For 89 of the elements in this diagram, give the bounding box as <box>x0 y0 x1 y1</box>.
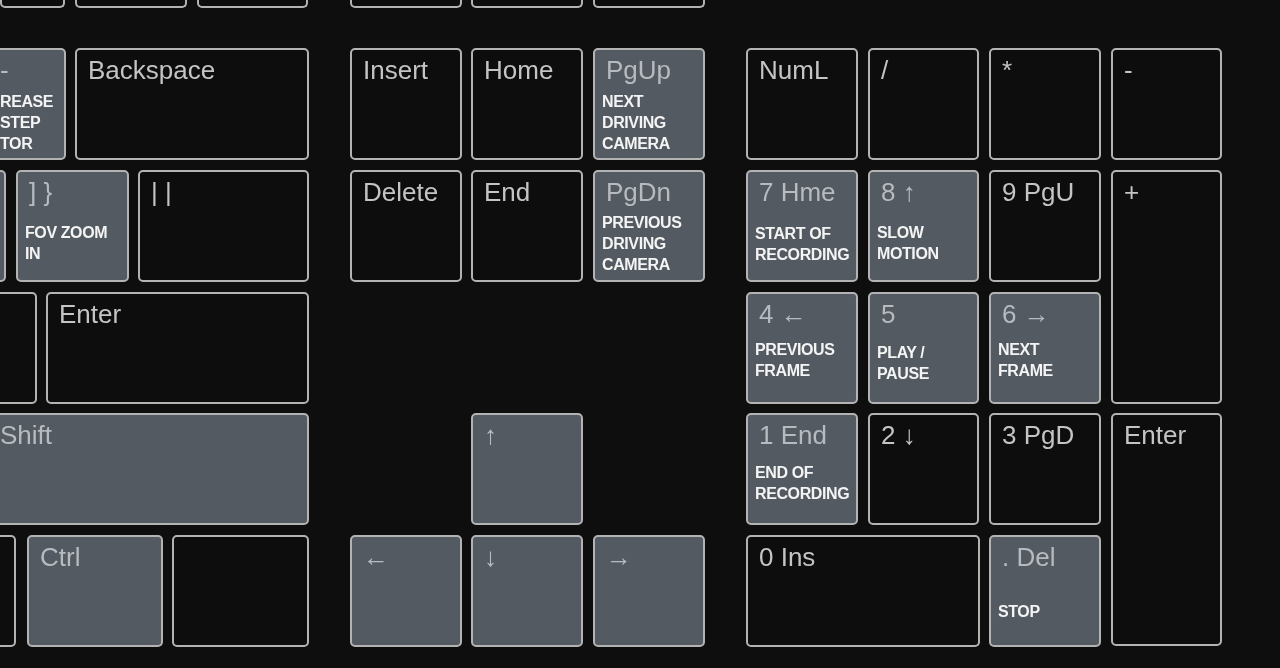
key-label: PgDn <box>606 177 672 207</box>
key-action-label: REASE STEP TOR <box>0 92 55 154</box>
key-label: ↑ <box>484 420 497 450</box>
keyboard-key <box>868 48 979 160</box>
key-label: 9 PgU <box>1002 177 1075 207</box>
key-action-label: PREVIOUS DRIVING CAMERA <box>602 213 683 275</box>
key-label: 1 End <box>759 420 827 450</box>
keyboard-key <box>593 48 705 160</box>
keyboard-key <box>0 48 66 160</box>
key-label: | | <box>151 177 172 207</box>
keyboard-key <box>350 48 462 160</box>
key-label: → <box>606 542 632 572</box>
keyboard-key <box>471 0 583 8</box>
key-action-label: PLAY / PAUSE <box>877 343 930 384</box>
key-action-label: SLOW MOTION <box>877 223 940 264</box>
key-label: End <box>484 177 531 207</box>
keyboard-key <box>350 535 462 647</box>
keyboard-key <box>746 413 858 525</box>
keyboard-key <box>75 0 187 8</box>
key-label: 2 ↓ <box>881 420 916 450</box>
keyboard-key <box>593 0 705 8</box>
keyboard-key <box>172 535 309 647</box>
keyboard-key <box>471 413 583 525</box>
keyboard-key <box>350 170 462 282</box>
key-label: 3 PgD <box>1002 420 1075 450</box>
key-label: Insert <box>363 55 429 85</box>
keyboard-key <box>989 48 1101 160</box>
key-label: Enter <box>59 299 122 329</box>
key-label: ] } <box>29 177 53 207</box>
keyboard-key <box>868 413 979 525</box>
keyboard-key <box>593 170 705 282</box>
key-label: 6 → <box>1002 299 1050 329</box>
key-label: 0 Ins <box>759 542 816 572</box>
keyboard-key <box>746 170 858 282</box>
key-action-label: STOP <box>998 602 1041 622</box>
keyboard-key <box>471 535 583 647</box>
keyboard-key <box>868 292 979 404</box>
key-label: Home <box>484 55 554 85</box>
key-label: ↓ <box>484 542 497 572</box>
keyboard-key <box>46 292 309 404</box>
keyboard-key <box>197 0 308 8</box>
keyboard-key <box>746 292 858 404</box>
keyboard-key <box>0 170 6 282</box>
key-action-label: START OF RECORDING <box>755 224 851 265</box>
keyboard-key <box>0 535 16 647</box>
keyboard-key <box>989 413 1101 525</box>
key-label: Shift <box>0 420 53 450</box>
key-label: Backspace <box>88 55 216 85</box>
key-label: - <box>0 55 9 85</box>
keyboard-key <box>0 292 37 404</box>
keyboard-key <box>746 48 858 160</box>
key-label: . Del <box>1002 542 1056 572</box>
keyboard-key <box>989 170 1101 282</box>
key-label: 7 Hme <box>759 177 836 207</box>
key-label: 5 <box>881 299 896 329</box>
keyboard-key <box>138 170 309 282</box>
keyboard-key <box>16 170 129 282</box>
keyboard-key <box>989 535 1101 647</box>
key-action-label: NEXT DRIVING CAMERA <box>602 92 671 154</box>
key-action-label: NEXT FRAME <box>998 340 1054 381</box>
keyboard-key <box>0 413 309 525</box>
key-label: ← <box>363 542 389 572</box>
keyboard-key <box>27 535 163 647</box>
keyboard-key <box>746 535 980 647</box>
keyboard-key <box>868 170 979 282</box>
key-label: / <box>881 55 889 85</box>
keyboard-key <box>471 48 583 160</box>
keyboard-key <box>1111 413 1222 646</box>
key-action-label: END OF RECORDING <box>755 463 851 504</box>
key-action-label: FOV ZOOM IN <box>25 223 109 264</box>
key-label: NumL <box>759 55 829 85</box>
key-label: * <box>1002 55 1013 85</box>
key-label: 8 ↑ <box>881 177 916 207</box>
key-label: Delete <box>363 177 439 207</box>
key-label: 4 ← <box>759 299 807 329</box>
key-label: - <box>1124 55 1133 85</box>
keyboard-key <box>989 292 1101 404</box>
key-label: + <box>1124 177 1140 207</box>
keyboard-key <box>1111 48 1222 160</box>
key-label: Enter <box>1124 420 1187 450</box>
keyboard-key <box>471 170 583 282</box>
key-label: PgUp <box>606 55 672 85</box>
key-label: Ctrl <box>40 542 81 572</box>
key-action-label: PREVIOUS FRAME <box>755 340 836 381</box>
keyboard-key <box>75 48 309 160</box>
keyboard-key <box>0 0 65 8</box>
keyboard-key <box>593 535 705 647</box>
keyboard-key <box>350 0 462 8</box>
keyboard-key <box>1111 170 1222 404</box>
